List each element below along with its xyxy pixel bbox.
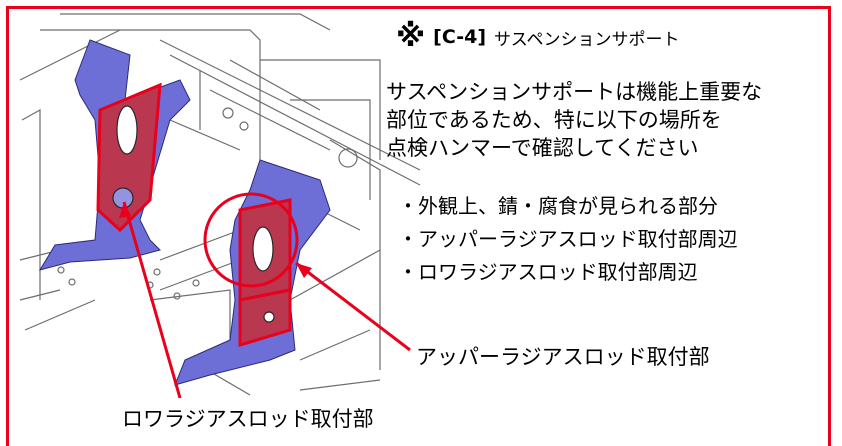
lower-radius-rod-mount-label: ロワラジアスロッド取付部: [122, 407, 374, 431]
list-item: ・アッパーラジアスロッド取付部周辺: [398, 227, 738, 251]
left-bracket: [38, 39, 191, 271]
upper-callout-leader: [295, 261, 411, 352]
red-frame: [6, 6, 831, 446]
inspection-points-list: ・外観上、錆・腐食が見られる部分 ・アッパーラジアスロッド取付部周辺 ・ロワラジ…: [398, 190, 738, 289]
section-name: サスペンションサポート: [494, 29, 680, 50]
frame-holes: [57, 107, 358, 300]
section-heading: ※ [C-4] サスペンションサポート: [396, 22, 680, 52]
list-item: ・外観上、錆・腐食が見られる部分: [398, 194, 718, 218]
upper-mount-highlight-circle: [203, 192, 299, 288]
lower-callout-leader: [122, 201, 182, 399]
description-text: サスペンションサポートは機能上重要な 部位であるため、特に以下の場所を 点検ハン…: [386, 78, 836, 162]
lower-callout-arrowhead: [119, 202, 131, 218]
description-line: 点検ハンマーで確認してください: [386, 136, 699, 160]
upper-radius-rod-mount-label: アッパーラジアスロッド取付部: [416, 345, 710, 369]
reference-mark-icon: ※: [396, 19, 426, 54]
section-code: [C-4]: [433, 26, 487, 48]
description-line: 部位であるため、特に以下の場所を: [386, 108, 722, 132]
suspension-support-drawing: [19, 13, 421, 399]
diagram-stage: ※ [C-4] サスペンションサポート サスペンションサポートは機能上重要な 部…: [6, 6, 836, 446]
description-line: サスペンションサポートは機能上重要な: [386, 80, 763, 104]
list-item: ・ロワラジアスロッド取付部周辺: [398, 260, 698, 284]
upper-callout-arrowhead: [296, 263, 312, 278]
